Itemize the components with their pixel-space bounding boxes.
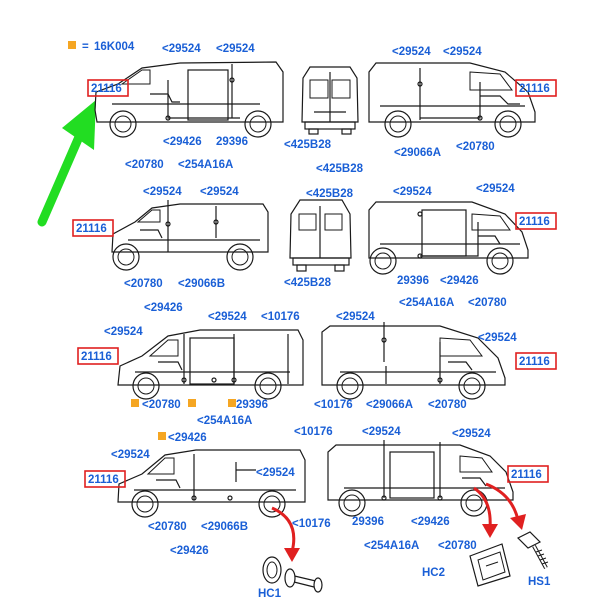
- label-21116: 21116: [81, 351, 112, 363]
- legend-code: 16K004: [94, 41, 135, 53]
- label-29426: <29426: [144, 302, 183, 314]
- label-20780: <20780: [428, 399, 467, 411]
- label-29524: <29524: [392, 46, 431, 58]
- clip-hc2-icon: [469, 543, 511, 587]
- clip-hc1-icon: [262, 556, 323, 593]
- highlight-21116: [87, 79, 129, 97]
- highlight-21116: [77, 347, 119, 365]
- label-21116: 21116: [519, 216, 550, 228]
- label-425B28: <425B28: [316, 163, 364, 175]
- label-29524: <29524: [256, 467, 295, 479]
- label-29524: <29524: [111, 449, 150, 461]
- label-29426: <29426: [440, 275, 479, 287]
- label-29396: 29396: [397, 275, 429, 287]
- label-10176: <10176: [294, 426, 333, 438]
- label-254A16A: <254A16A: [178, 159, 233, 171]
- label-20780: <20780: [468, 297, 507, 309]
- label-29524: <29524: [478, 332, 517, 344]
- label-29426: <29426: [168, 432, 207, 444]
- label-29396: 29396: [216, 136, 248, 148]
- van-side-left-2: [111, 200, 269, 271]
- label-21116: 21116: [511, 469, 542, 481]
- label-29524: <29524: [216, 43, 255, 55]
- label-29426: <29426: [163, 136, 202, 148]
- highlight-21116: [507, 465, 549, 483]
- label-29066A: <29066A: [394, 147, 441, 159]
- label-29524: <29524: [143, 186, 182, 198]
- label-21116: 21116: [91, 83, 122, 95]
- highlight-21116: [84, 470, 126, 488]
- van-rear-2: [289, 199, 352, 272]
- label-10176: <10176: [314, 399, 353, 411]
- van-side-right-3: [321, 322, 506, 400]
- label-10176: <10176: [292, 518, 331, 530]
- label-20780: <20780: [124, 278, 163, 290]
- label-29426: <29426: [411, 516, 450, 528]
- green-pointer-arrow-icon: [37, 100, 96, 227]
- legend-orange-square-icon: [68, 41, 76, 49]
- label-425B28: <425B28: [306, 188, 354, 200]
- red-callout-arrow-icon: [271, 506, 300, 562]
- van-rear-1: [301, 66, 359, 135]
- label-425B28: <425B28: [284, 277, 332, 289]
- label-21116: 21116: [88, 474, 119, 486]
- label-254A16A: <254A16A: [364, 540, 419, 552]
- label-hc2: HC2: [422, 567, 445, 579]
- label-20780: <20780: [438, 540, 477, 552]
- label-29524: <29524: [393, 186, 432, 198]
- van-side-right-4: [327, 440, 514, 517]
- label-254A16A: <254A16A: [197, 415, 252, 427]
- label-20780: <20780: [456, 141, 495, 153]
- label-21116: 21116: [76, 223, 107, 235]
- label-10176: <10176: [261, 311, 300, 323]
- label-29524: <29524: [200, 186, 239, 198]
- label-20780: <20780: [148, 521, 187, 533]
- label-21116: 21116: [519, 83, 550, 95]
- label-29066B: <29066B: [201, 521, 248, 533]
- label-29524: <29524: [452, 428, 491, 440]
- orange-square-icon: [131, 399, 139, 407]
- label-29066B: <29066B: [178, 278, 225, 290]
- label-254A16A: <254A16A: [399, 297, 454, 309]
- van-side-left-1: [94, 61, 284, 138]
- orange-square-icon: [188, 399, 196, 407]
- label-20780: <20780: [142, 399, 181, 411]
- label-hc1: HC1: [258, 588, 282, 597]
- label-hs1: HS1: [528, 576, 551, 588]
- highlight-21116: [515, 79, 557, 97]
- label-29066A: <29066A: [366, 399, 413, 411]
- label-29524: <29524: [336, 311, 375, 323]
- red-callout-arrow-icon: [473, 486, 498, 538]
- label-29524: <29524: [208, 311, 247, 323]
- label-29524: <29524: [362, 426, 401, 438]
- label-20780: <20780: [125, 159, 164, 171]
- highlight-21116: [72, 219, 114, 237]
- label-425B28: <425B28: [284, 139, 332, 151]
- label-21116: 21116: [519, 356, 550, 368]
- orange-square-icon: [158, 432, 166, 440]
- van-side-right-1: [368, 62, 536, 138]
- label-29396: 29396: [236, 399, 268, 411]
- label-29524: <29524: [476, 183, 515, 195]
- orange-square-icon: [228, 399, 236, 407]
- legend: = 16K004: [68, 41, 135, 53]
- label-29396: 29396: [352, 516, 384, 528]
- legend-separator: =: [82, 41, 89, 53]
- screw-hs1-icon: [516, 531, 549, 569]
- label-29426: <29426: [170, 545, 209, 557]
- label-29524: <29524: [443, 46, 482, 58]
- highlight-21116: [515, 212, 557, 230]
- highlight-21116: [515, 352, 557, 370]
- label-29524: <29524: [162, 43, 201, 55]
- van-side-right-2: [368, 201, 529, 275]
- red-callout-arrow-icon: [485, 482, 526, 530]
- van-side-left-4: [117, 449, 306, 518]
- van-side-left-3: [117, 329, 304, 400]
- label-29524: <29524: [104, 326, 143, 338]
